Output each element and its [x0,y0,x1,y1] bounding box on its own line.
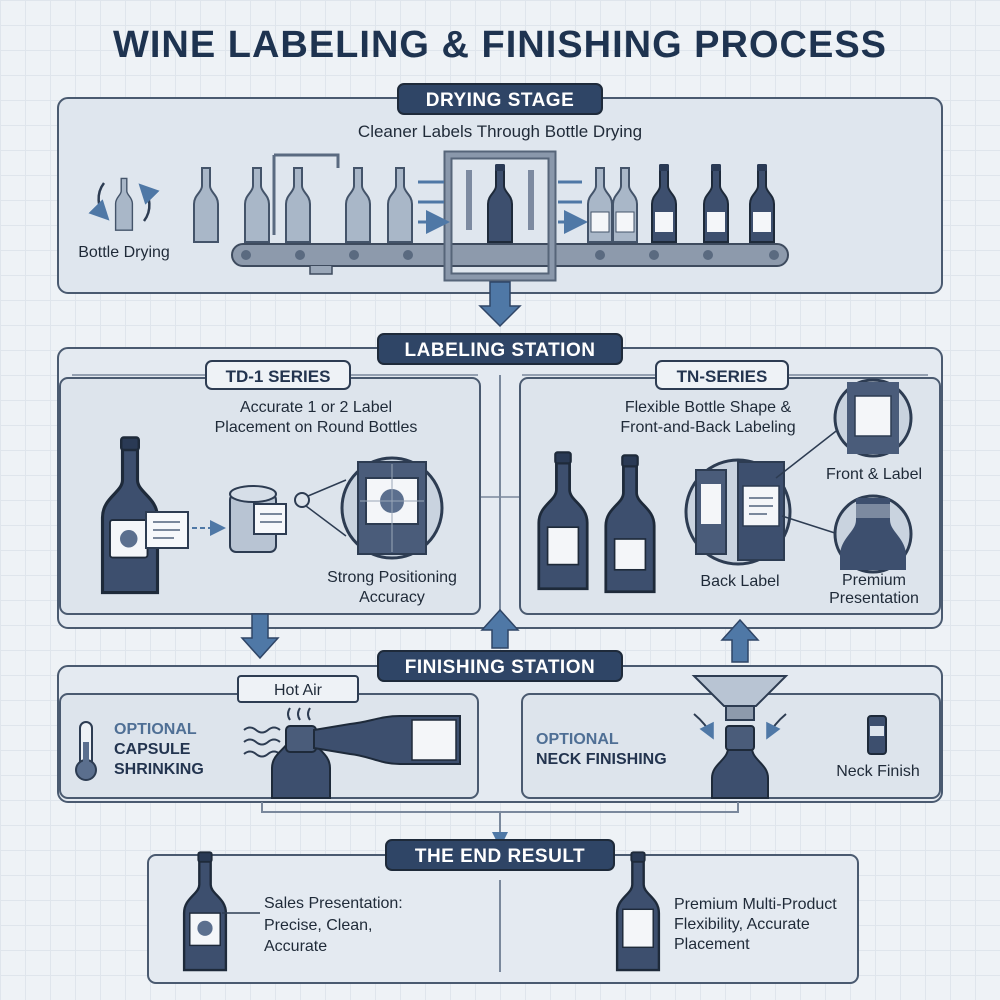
capsule-line2: CAPSULE [114,741,191,758]
flow-arrow-tn-up [720,618,760,663]
neck-finish-icon [867,715,887,755]
hot-air-label: Hot Air [274,682,323,699]
thermometer-icon [75,721,97,781]
neck-finish-label: Neck Finish [836,763,920,780]
td1-wine-bottle [100,435,160,595]
back-label-text: Back Label [700,573,779,590]
td1-series-desc-line1: Accurate 1 or 2 Label [240,399,392,416]
end-result-header: THE END RESULT [415,846,585,867]
page-title: WINE LABELING & FINISHING PROCESS [113,24,887,66]
end-result-bottle-left [182,851,228,972]
flow-arrow-td1-down [240,613,280,660]
back-label-magnifier [684,458,792,566]
tn-series-header-badge [655,360,789,390]
neck-finishing-machine [691,675,789,799]
positioning-magnifier [340,456,444,560]
front-label-text: Front & Label [826,466,922,483]
labeling-station-header: LABELING STATION [405,340,596,361]
premium-detail [833,494,913,574]
neck-finishing-panel: OPTIONAL NECK FINISHING Neck Finish [521,675,941,799]
finishing-station-header-badge [377,650,623,682]
td1-series-header-badge [205,360,351,390]
neck-line1: OPTIONAL [536,731,619,748]
td1-series-desc-line2: Placement on Round Bottles [215,419,418,436]
end-result-left-line3: Accurate [264,938,327,955]
hot-air-badge [237,675,359,703]
end-result-right-line1: Premium Multi-Product [674,896,837,913]
tn-series-desc-line2: Front-and-Back Labeling [620,419,795,436]
neck-line2: NECK FINISHING [536,751,667,768]
finishing-station-header: FINISHING STATION [405,657,595,678]
premium-line2: Presentation [829,590,919,607]
front-label-detail [833,378,913,458]
end-result-left-line2: Precise, Clean, [264,917,373,934]
end-result-right-line3: Placement [674,936,750,953]
flow-arrow-center-up [480,608,520,649]
end-result-header-badge [385,839,615,871]
label-sheet [145,511,189,549]
capsule-line1: OPTIONAL [114,721,197,738]
drying-stage-header-badge [397,83,603,115]
end-result-right-line2: Flexibility, Accurate [674,916,810,933]
flow-arrow-drying-to-labeling [478,281,522,328]
bottles-dried [587,163,775,243]
td1-series-header: TD-1 SERIES [226,367,331,386]
end-result-left-line1: Sales Presentation: [264,895,403,912]
bottle-drying-label: Bottle Drying [78,244,170,261]
flow-connector-to-end [261,802,739,844]
capsule-line3: SHRINKING [114,761,204,778]
end-result-panel: THE END RESULT Sales Presentation: Preci… [147,839,859,984]
tn-series-header: TN-SERIES [677,367,768,386]
td1-callout-line2: Accuracy [359,589,425,606]
tn-series-desc-line1: Flexible Bottle Shape & [625,399,792,416]
dryer-unit [418,150,582,282]
conveyor-belt [231,153,789,275]
tn-wine-bottle-1 [537,451,589,591]
heat-waves-icon [243,707,311,758]
td1-series-panel: TD-1 SERIES Accurate 1 or 2 Label Placem… [59,360,481,615]
label-roll [229,485,287,553]
td1-callout-line1: Strong Positioning [327,569,457,586]
capsule-bottle [271,715,461,799]
drying-stage-panel: DRYING STAGE Cleaner Labels Through Bott… [57,83,943,294]
end-result-bottle-right [615,851,661,972]
drying-stage-header: DRYING STAGE [426,90,575,111]
premium-line1: Premium [842,572,906,589]
tn-wine-bottle-2 [604,454,656,594]
bottle-drying-icon [88,177,160,231]
drying-stage-subtitle: Cleaner Labels Through Bottle Drying [358,122,642,141]
capsule-shrinking-panel: Hot Air OPTIONAL CAPSULE SHRINKING [59,675,479,799]
tn-series-panel: TN-SERIES Flexible Bottle Shape & Front-… [519,360,941,615]
labeling-station-header-badge [377,333,623,365]
